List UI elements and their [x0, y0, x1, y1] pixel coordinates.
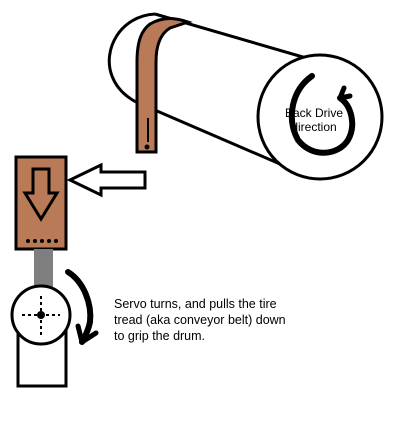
tread-tile: [14, 155, 68, 251]
back-drive-line1: Back Drive: [284, 106, 343, 120]
tread-rivet: [144, 144, 150, 150]
pull-arrow: [65, 269, 99, 345]
back-drive-label: Back Drive direction: [279, 106, 349, 134]
drum-left-end: [107, 12, 156, 110]
circular-arrow-icon: [288, 73, 356, 156]
drum: [107, 12, 384, 181]
left-arrow-icon: [66, 162, 147, 198]
drum-right-end: [256, 53, 384, 181]
tread-band: [135, 17, 193, 154]
back-drive-line2: direction: [291, 120, 337, 134]
down-arrow-icon: [22, 167, 60, 222]
servo-description: Servo turns, and pulls the tire tread (a…: [114, 297, 286, 343]
drum-bottom-edge: [149, 106, 281, 166]
servo: [10, 284, 72, 388]
